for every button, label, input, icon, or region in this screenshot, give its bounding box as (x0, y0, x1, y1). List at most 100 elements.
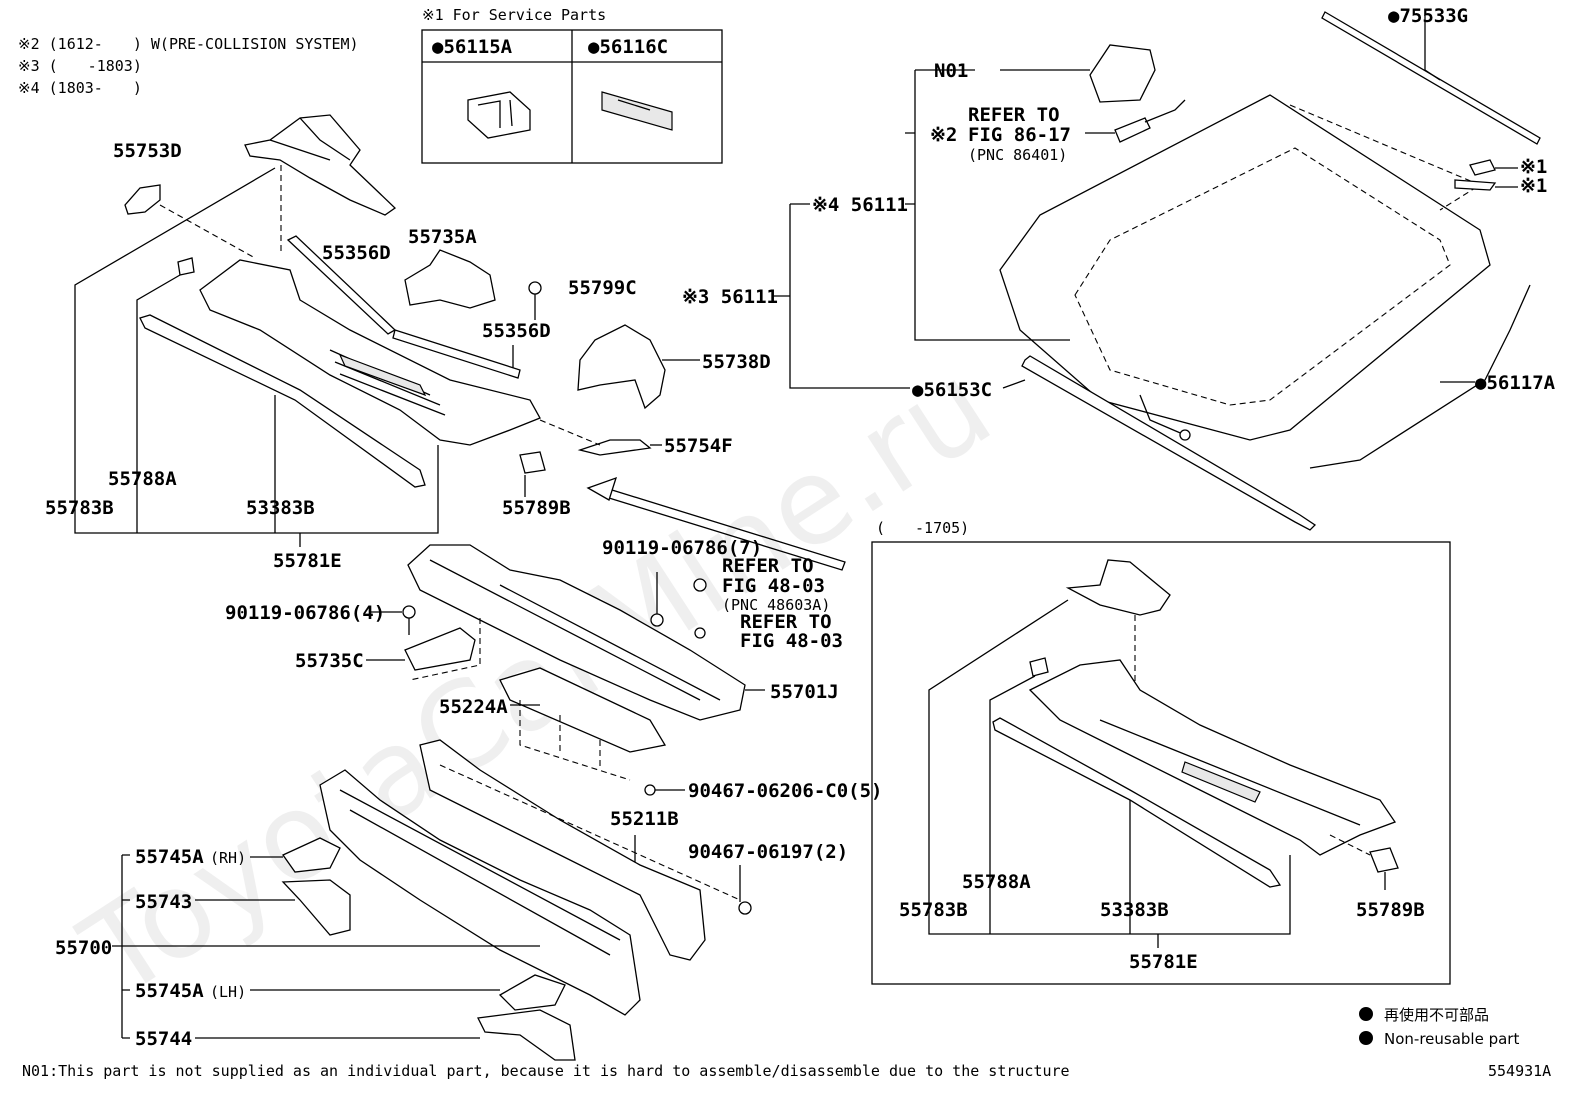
legend-jp: 再使用不可部品 (1384, 1006, 1489, 1024)
legend-dot-jp (1359, 1007, 1373, 1021)
inset-label-55788A: 55788A (962, 871, 1031, 893)
label-90467-06206-C0-5: 90467-06206-C0(5) (688, 780, 882, 802)
bolts-90119-7 (650, 572, 664, 627)
label-x3-56111: ※3 56111 (682, 286, 778, 308)
label-55788A: 55788A (108, 468, 177, 490)
seal-55788A (139, 314, 426, 488)
inset-label-55783B: 55783B (899, 899, 968, 921)
clip-56116C-drawing (601, 91, 673, 131)
ref-86-line2: FIG 86-17 (968, 124, 1071, 146)
camera-bracket-86401 (1114, 99, 1186, 143)
seal-55356D-short (392, 329, 521, 379)
clip-90467-2 (738, 901, 752, 915)
label-90119-06786-4: 90119-06786(4) (225, 602, 385, 624)
label-x1-upper: ※1 (1520, 156, 1547, 178)
label-55783B: 55783B (45, 497, 114, 519)
ref-48-line3: (PNC 48603A) (722, 596, 830, 614)
note-2: ※2 (1612- ) W(PRE-COLLISION SYSTEM) (18, 35, 359, 53)
label-lh: (LH) (210, 983, 246, 1001)
label-x4-56111: ※4 56111 (812, 194, 908, 216)
label-55754F: 55754F (664, 435, 733, 457)
label-55799C: 55799C (568, 277, 637, 299)
label-53383B: 53383B (246, 497, 315, 519)
label-55735A: 55735A (408, 226, 477, 248)
label-55745A-LH: 55745A (135, 980, 204, 1002)
inset-cowl-louver (1028, 659, 1397, 856)
service-parts-box: ※1 For Service Parts ●56115A ●56116C (421, 6, 723, 164)
bracket-55735A (404, 249, 496, 309)
inset-cap-55789B (1369, 847, 1399, 873)
label-90119-06786-7: 90119-06786(7) (602, 537, 762, 559)
inset-seal-55788A (992, 717, 1282, 888)
label-55701J: 55701J (770, 681, 839, 703)
label-55753D: 55753D (113, 140, 182, 162)
legend: 再使用不可部品 Non-reusable part (1359, 1006, 1519, 1048)
label-55735C: 55735C (295, 650, 364, 672)
inset-label-55789B: 55789B (1356, 899, 1425, 921)
service-clip-2 (1454, 179, 1497, 191)
bracket-55745A-LH (498, 974, 566, 1011)
cowl-top-panel (244, 114, 397, 216)
clip-56115A-drawing (467, 91, 531, 139)
label-55224A: 55224A (439, 696, 508, 718)
nut-48603A (693, 578, 707, 639)
molding-56153C (1021, 355, 1317, 531)
figure-id: 554931A (1488, 1062, 1551, 1080)
label-55738D: 55738D (702, 351, 771, 373)
label-rh: (RH) (210, 849, 246, 867)
note-4: ※4 (1803- ) (18, 79, 142, 97)
inset-range: ( -1705) (876, 519, 969, 537)
label-x1-lower: ※1 (1520, 175, 1547, 197)
label-55356D-lower: 55356D (482, 320, 551, 342)
legend-dot-en (1359, 1031, 1373, 1045)
bracket-55745A-RH (282, 837, 341, 873)
label-55700: 55700 (55, 937, 112, 959)
label-55744: 55744 (135, 1028, 192, 1050)
ref-86-line3: (PNC 86401) (968, 146, 1067, 164)
service-col-2: ●56116C (588, 36, 668, 58)
service-col-1: ●56115A (432, 36, 513, 58)
bracket-55754F (577, 439, 652, 456)
ref-86-line1: REFER TO (968, 104, 1060, 126)
label-56153C: ●56153C (912, 379, 992, 401)
windshield-glass-56111 (999, 94, 1491, 441)
label-x2: ※2 (930, 124, 957, 146)
ref-48b-line1: REFER TO (740, 611, 832, 633)
label-55781E: 55781E (273, 550, 342, 572)
label-55743: 55743 (135, 891, 192, 913)
label-55356D-upper: 55356D (322, 242, 391, 264)
dash-panel-55700 (319, 769, 641, 1016)
bracket-55738D (577, 324, 666, 410)
label-55789B: 55789B (502, 497, 571, 519)
bolt-55799C (528, 281, 542, 310)
inset-label-53383B: 53383B (1100, 899, 1169, 921)
molding-56117A (1309, 284, 1531, 469)
label-75533G: ●75533G (1388, 5, 1468, 27)
legend-en: Non-reusable part (1384, 1030, 1519, 1048)
clip-90467-5 (644, 784, 656, 796)
bracket-55744 (477, 1009, 576, 1061)
bracket-55735C (404, 627, 476, 671)
service-clip-1 (1469, 159, 1496, 176)
cowl-louver-assy (199, 259, 541, 446)
service-box-title: ※1 For Service Parts (422, 6, 606, 24)
footer-note: N01:This part is not supplied as an indi… (22, 1062, 1070, 1080)
inset-cowl-top (1065, 559, 1171, 616)
bracket-55743 (281, 879, 351, 936)
label-56117A: ●56117A (1475, 372, 1556, 394)
inset-panel: ( -1705) 55788A 55783B 53383B 55789B 557 (871, 519, 1451, 985)
inset-cap-left (1029, 657, 1049, 677)
panel-55211B (419, 739, 706, 961)
wire-harness (1139, 394, 1191, 441)
cap-55789B (519, 451, 546, 474)
cowl-panel-55701J (407, 544, 746, 721)
note-3: ※3 ( -1803) (18, 57, 142, 75)
insulator-55224A (499, 667, 667, 753)
inset-label-55781E: 55781E (1129, 951, 1198, 973)
cap-left (177, 257, 195, 276)
ref-48b-line2: FIG 48-03 (740, 630, 843, 652)
label-55745A-RH: 55745A (135, 846, 204, 868)
ref-48-line2: FIG 48-03 (722, 575, 825, 597)
ref-48-line1: REFER TO (722, 555, 814, 577)
